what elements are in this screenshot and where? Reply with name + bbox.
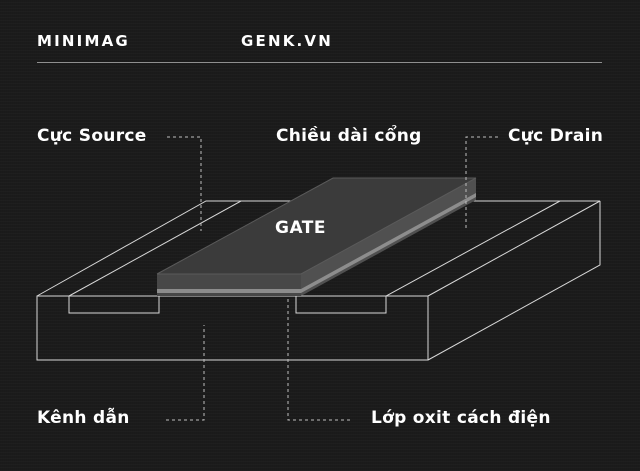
oxide-layer-side [301,193,476,293]
gate-top-face [157,178,476,274]
gate-label: GATE [275,218,326,238]
channel-leader [166,325,205,421]
substrate-front-face [36,295,429,361]
drain-label: Cực Drain [508,126,604,146]
source-label: Cực Source [37,126,147,146]
channel-label: Kênh dẫn [37,408,130,428]
brand-minimag: MINIMAG [37,32,130,50]
brand-genk: GENK.VN [241,32,333,50]
leader-lines [166,136,498,421]
substrate-right-face [427,201,601,361]
oxide-label: Lớp oxit cách điện [371,408,551,428]
oxide-layer-front [157,289,301,293]
gate-length-label: Chiều dài cổng [276,126,422,146]
drain-leader [465,136,498,230]
oxide-leader [287,298,350,421]
source-leader [167,136,202,231]
gate-top-edge [156,177,477,275]
gate-stack [156,177,477,296]
